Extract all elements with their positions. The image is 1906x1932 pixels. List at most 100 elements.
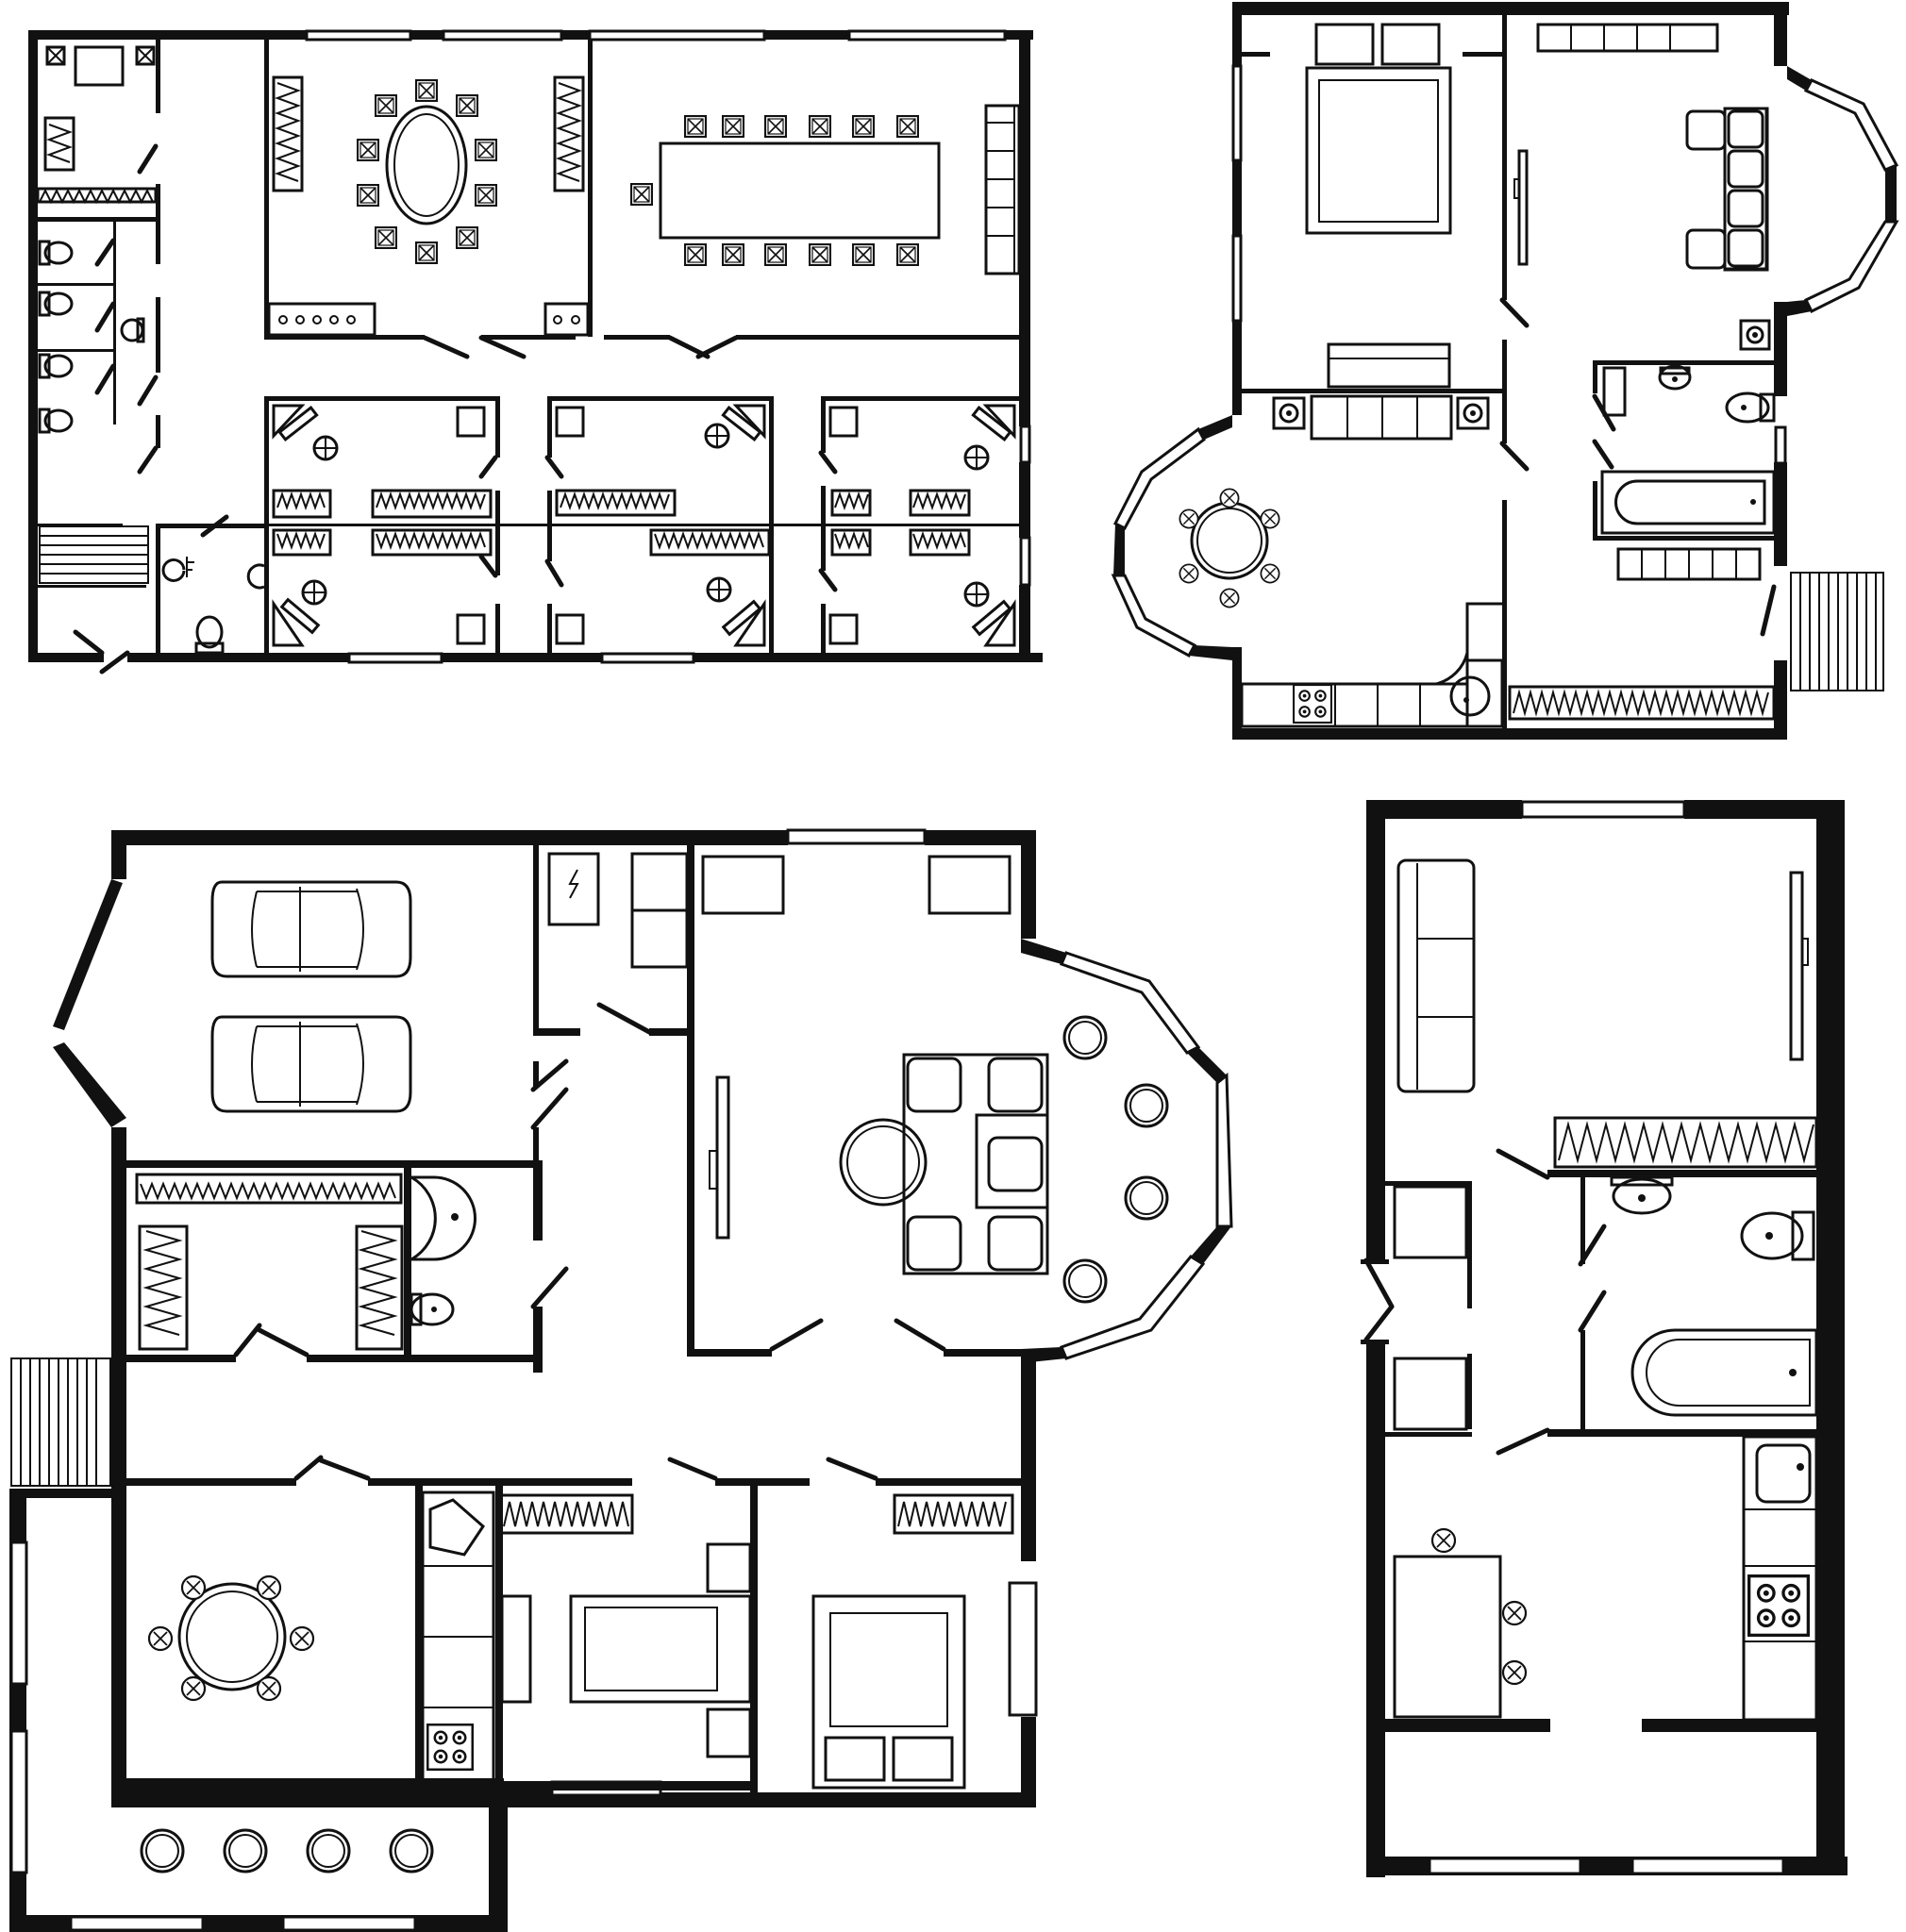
wall: [1467, 1181, 1472, 1308]
wall: [1019, 462, 1030, 538]
wall: [38, 585, 146, 588]
wall: [126, 1478, 296, 1486]
chair-icon: [357, 139, 379, 161]
bedroom: [811, 1493, 1014, 1790]
wall: [156, 415, 160, 448]
wall: [1361, 1259, 1389, 1264]
wall: [156, 524, 264, 528]
wall: [533, 1160, 543, 1241]
wall: [736, 335, 1019, 340]
chair-icon: [809, 115, 831, 138]
wall: [1774, 660, 1787, 738]
chair-icon: [1179, 563, 1199, 584]
wall: [404, 1168, 411, 1361]
window: [9, 1541, 28, 1686]
chair-icon: [852, 243, 875, 266]
wardrobe: [1553, 1116, 1818, 1169]
wall: [1502, 15, 1507, 300]
wall: [687, 1349, 772, 1357]
wall: [9, 1489, 113, 1498]
utility-room: [547, 852, 1012, 1240]
window: [442, 29, 563, 42]
wall: [495, 491, 500, 575]
wall: [925, 830, 1036, 845]
doors: [1499, 297, 1777, 637]
cabinet: [1393, 1357, 1468, 1431]
window: [305, 29, 412, 42]
wall: [821, 604, 826, 656]
wall: [821, 486, 826, 571]
chair-icon: [722, 243, 744, 266]
closet-and-toilet: [135, 1173, 476, 1351]
chair-icon: [1260, 508, 1280, 529]
wall: [533, 1307, 543, 1373]
wall: [495, 396, 500, 458]
wall: [533, 1127, 539, 1170]
chair-icon: [256, 1675, 282, 1702]
stove-icon: [1293, 684, 1332, 724]
chair-icon: [1219, 588, 1240, 608]
wall: [1366, 800, 1522, 819]
wall: [1774, 462, 1787, 566]
wall: [1547, 1170, 1816, 1177]
wall: [1366, 800, 1385, 1260]
wall: [481, 335, 576, 340]
wall: [1642, 1719, 1831, 1732]
wall: [1361, 1340, 1389, 1344]
window: [847, 29, 1007, 42]
wall: [111, 1358, 126, 1802]
wall: [547, 396, 774, 401]
planters: [140, 1828, 434, 1874]
stove-icon: [426, 1723, 474, 1772]
chair-icon: [896, 115, 919, 138]
living-room-sofa: [1396, 858, 1809, 1093]
kitchen-counter: [1240, 602, 1504, 728]
wall: [38, 524, 123, 526]
chair-icon: [630, 183, 653, 206]
wall: [1774, 302, 1787, 396]
wall: [495, 1486, 503, 1800]
chair-icon: [684, 115, 707, 138]
chair-icon: [375, 226, 397, 249]
wall: [38, 283, 113, 286]
chair-icon: [1501, 1659, 1528, 1686]
wall: [687, 845, 694, 1355]
window: [588, 29, 766, 42]
wall: [502, 1781, 757, 1790]
wall: [547, 604, 552, 656]
chair-icon: [415, 79, 438, 102]
wall: [1593, 481, 1597, 538]
wall: [1547, 1429, 1816, 1437]
wall: [38, 349, 113, 352]
wall: [1366, 1719, 1550, 1732]
chair-icon: [456, 94, 478, 117]
wall: [127, 653, 349, 662]
doors: [233, 1002, 946, 1481]
window: [1520, 800, 1686, 819]
window: [1630, 1857, 1785, 1875]
chair-icon: [852, 115, 875, 138]
wall: [28, 30, 307, 40]
window: [1774, 425, 1787, 465]
living-room-sofa: [1272, 394, 1490, 441]
wall: [561, 30, 590, 40]
wall: [368, 1478, 632, 1486]
bathroom: [1610, 1175, 1818, 1417]
wall: [1232, 2, 1242, 415]
window: [1231, 234, 1243, 323]
hallway-wardrobe: [1508, 685, 1776, 721]
wall: [533, 1061, 539, 1088]
window: [1019, 536, 1031, 587]
chair-icon: [147, 1625, 174, 1652]
wall: [264, 335, 425, 340]
doors: [73, 143, 838, 675]
wall: [1019, 30, 1030, 426]
bathroom: [498, 1493, 752, 1758]
chair-icon: [684, 243, 707, 266]
wall: [1232, 647, 1242, 738]
wall: [1385, 1181, 1470, 1186]
wall: [111, 1127, 126, 1358]
chair-icon: [456, 226, 478, 249]
wall: [821, 396, 826, 453]
